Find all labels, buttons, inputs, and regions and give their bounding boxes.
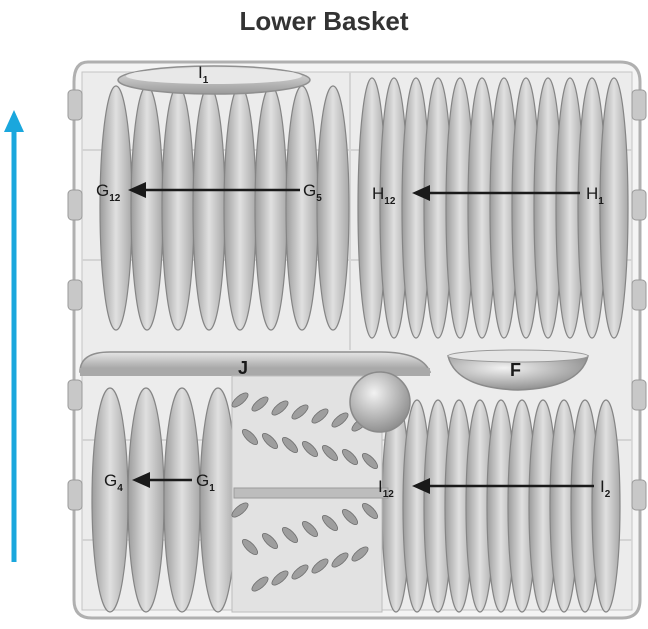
cutlery-item bbox=[241, 538, 259, 556]
cutlery-item bbox=[331, 552, 349, 568]
cup-bowl bbox=[349, 371, 411, 433]
plate bbox=[599, 77, 629, 339]
plate bbox=[192, 85, 226, 331]
plates-h1-h12 bbox=[357, 77, 629, 339]
cutlery-item bbox=[351, 546, 369, 562]
plates-g1-g4 bbox=[91, 387, 237, 613]
label-g12: G12 bbox=[96, 181, 121, 204]
label-g4: G4 bbox=[104, 471, 123, 494]
plate bbox=[285, 85, 319, 331]
label-j: J bbox=[238, 358, 248, 378]
cutlery-item bbox=[341, 508, 359, 526]
cutlery-item bbox=[291, 404, 309, 420]
cutlery-item bbox=[321, 444, 339, 462]
plate bbox=[163, 387, 201, 613]
plate bbox=[223, 85, 257, 331]
cutlery-item bbox=[301, 520, 319, 538]
plates-g5-g12 bbox=[99, 85, 350, 331]
plate bbox=[161, 85, 195, 331]
arrow-i2-to-i12 bbox=[412, 478, 594, 494]
label-g1: G1 bbox=[196, 471, 215, 494]
cutlery-item bbox=[361, 502, 379, 520]
plate bbox=[254, 85, 288, 331]
plate bbox=[127, 387, 165, 613]
cutlery-item bbox=[331, 412, 349, 428]
plates-i2-i12 bbox=[381, 399, 621, 613]
label-i12: I12 bbox=[378, 477, 394, 500]
cutlery-item bbox=[241, 428, 259, 446]
plate bbox=[591, 399, 621, 613]
platter-j bbox=[79, 351, 432, 376]
cutlery-item bbox=[231, 392, 249, 408]
plate bbox=[316, 85, 350, 331]
diagram-title: Lower Basket bbox=[239, 6, 409, 36]
arrow-h1-to-h12 bbox=[412, 185, 580, 201]
platter-i1 bbox=[117, 65, 311, 95]
cutlery-item bbox=[281, 526, 299, 544]
cutlery-item bbox=[231, 502, 249, 518]
direction-arrow-icon bbox=[4, 110, 24, 562]
label-h1: H1 bbox=[586, 184, 604, 207]
arrow-g5-to-g12 bbox=[128, 182, 300, 198]
label-i1: I1 bbox=[198, 63, 209, 86]
cutlery-item bbox=[291, 564, 309, 580]
label-f: F bbox=[510, 360, 521, 380]
cutlery-item bbox=[251, 396, 269, 412]
cutlery-item bbox=[301, 440, 319, 458]
cutlery-item bbox=[251, 576, 269, 592]
label-g5: G5 bbox=[303, 181, 322, 204]
plate bbox=[99, 85, 133, 331]
plate bbox=[199, 387, 237, 613]
label-h12: H12 bbox=[372, 184, 396, 207]
cutlery-item bbox=[361, 452, 379, 470]
plate bbox=[130, 85, 164, 331]
plate bbox=[91, 387, 129, 613]
label-i2: I2 bbox=[600, 477, 611, 500]
cutlery-item bbox=[261, 532, 279, 550]
cutlery-item bbox=[281, 436, 299, 454]
cutlery-item bbox=[271, 400, 289, 416]
cutlery-item bbox=[321, 514, 339, 532]
cutlery-item bbox=[271, 570, 289, 586]
arrow-g1-to-g4 bbox=[132, 472, 192, 488]
cutlery-item bbox=[261, 432, 279, 450]
bowl-f bbox=[447, 349, 589, 391]
cutlery-item bbox=[311, 408, 329, 424]
cutlery-item bbox=[341, 448, 359, 466]
cutlery-item bbox=[311, 558, 329, 574]
